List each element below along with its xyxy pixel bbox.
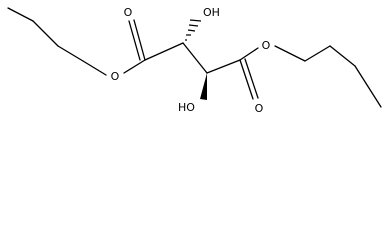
hashed-wedge-bond — [185, 19, 202, 41]
bond-carbonyl-right-a — [239, 59, 254, 100]
bond-ester-o-c-left — [123, 59, 146, 74]
bond-butyl-right-1 — [274, 45, 306, 62]
bond-c1-c2 — [144, 42, 184, 61]
molecule-diagram: O O OH HO O O — [7, 6, 382, 115]
bond-carbonyl-left-b — [128, 20, 141, 61]
bold-wedge-bond — [200, 73, 207, 100]
structure-canvas: O O OH HO O O — [7, 6, 382, 115]
atom-carbonyl-o-left: O — [124, 6, 133, 19]
bond-butyl-left-2 — [32, 20, 59, 47]
atom-ester-o-right: O — [262, 39, 271, 52]
bond-butyl-left-4 — [82, 60, 107, 76]
bond-c2-c3 — [182, 42, 208, 74]
bond-carbonyl-right-b — [244, 58, 259, 99]
bond-butyl-right-4 — [354, 65, 382, 108]
atom-ester-o-left: O — [111, 70, 120, 83]
bond-butyl-left-3 — [57, 45, 84, 62]
bond-butyl-right-3 — [329, 45, 356, 67]
atom-hydroxyl-bottom: HO — [178, 101, 195, 114]
bond-group — [7, 7, 382, 108]
bond-c3-c4 — [206, 59, 241, 74]
bond-carbonyl-left-a — [133, 19, 146, 61]
atom-hydroxyl-top: OH — [203, 6, 220, 19]
bond-butyl-left-1 — [7, 7, 34, 22]
atom-carbonyl-o-right: O — [255, 102, 264, 115]
bond-butyl-right-2 — [304, 45, 331, 62]
bond-c-ester-o-right — [239, 47, 259, 61]
